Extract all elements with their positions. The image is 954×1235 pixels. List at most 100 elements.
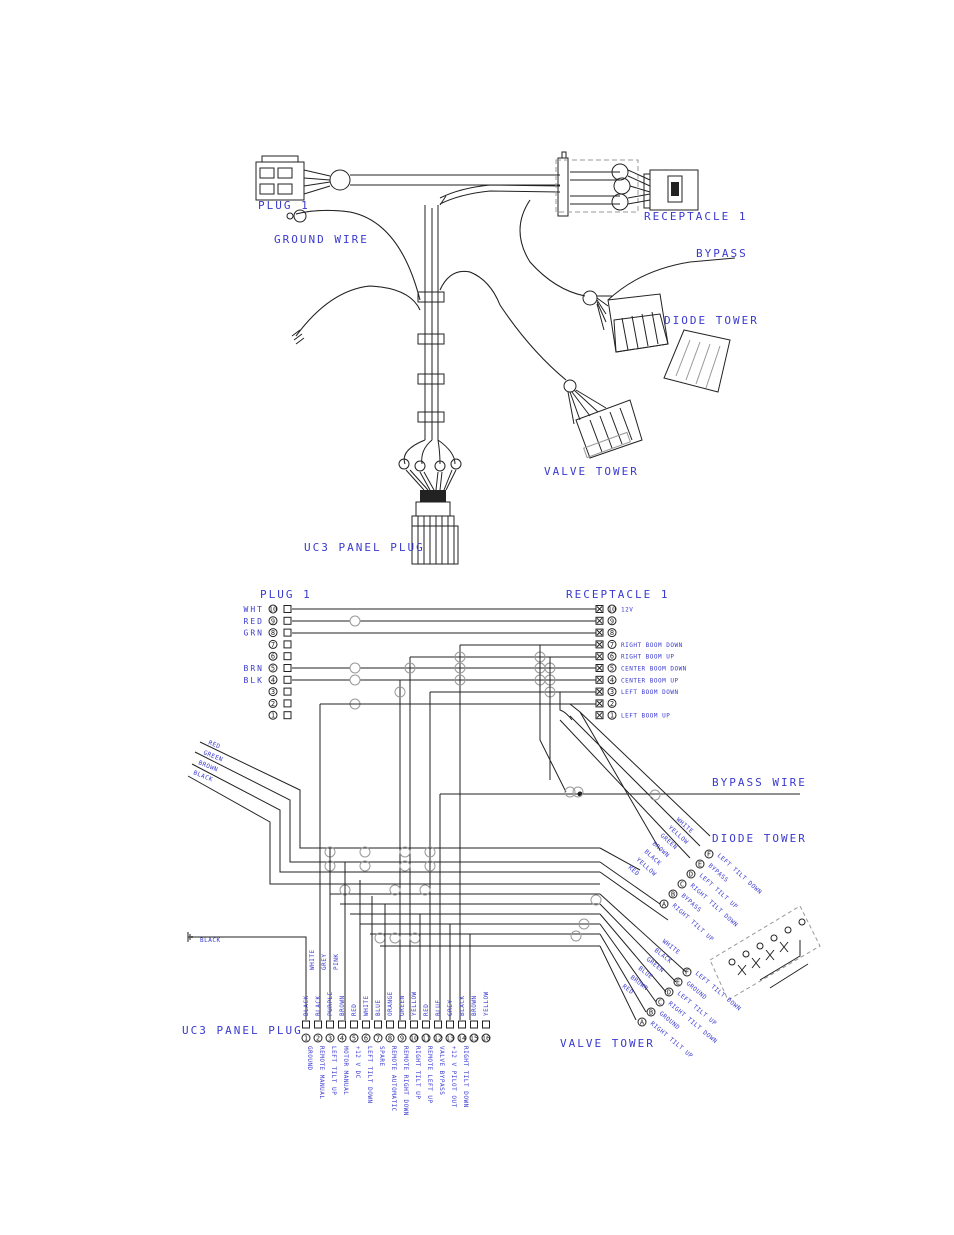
diode-symbol-box xyxy=(709,905,821,1001)
plug-pin-circle xyxy=(268,698,278,708)
receptacle-pin-x xyxy=(596,665,603,671)
schematic-uc3-panel-plug-title: UC3 PANEL PLUG xyxy=(182,1024,303,1037)
uc3-pin-number: 12 xyxy=(434,1035,442,1043)
uc3-wire-color-label: YELLOW xyxy=(483,991,490,1016)
uc3-wire-color-label: GREY xyxy=(321,954,328,970)
plug-pin-number: 6 xyxy=(271,653,275,661)
uc3-pin-label: REMOTE RIGHT DOWN xyxy=(402,1046,409,1116)
receptacle-pin-x xyxy=(596,700,603,707)
uc3-pin-square xyxy=(338,1020,346,1029)
uc3-wire-color-label: BLUE xyxy=(375,1000,382,1016)
uc3-pin-number: 14 xyxy=(458,1035,466,1043)
uc3-wire-color-label: GREY xyxy=(447,1000,454,1016)
plug-pin-color: GRN xyxy=(244,629,264,638)
receptacle-pin-number: 2 xyxy=(610,700,614,708)
uc3-wire-color-label: WHITE xyxy=(363,995,370,1016)
uc3-wire-color-label: BLACK xyxy=(459,995,466,1016)
plug-pin-number: 2 xyxy=(271,700,275,708)
uc3-pin-circle xyxy=(469,1033,479,1043)
uc3-pin-label: +12 V DC xyxy=(354,1046,361,1079)
plug-pin-square xyxy=(283,664,292,672)
plug-pin-circle xyxy=(268,616,278,626)
uc3-pin-number: 13 xyxy=(446,1035,454,1043)
plug-pin-square xyxy=(283,711,292,720)
uc3-pin-square xyxy=(362,1020,370,1029)
uc3-pin-circle xyxy=(445,1033,455,1043)
plug-pin-color: WHT xyxy=(244,605,264,614)
receptacle-pin-x xyxy=(596,653,603,660)
schematic-diode-tower-title: DIODE TOWER xyxy=(712,832,807,845)
plug-pin-circle xyxy=(268,675,278,685)
uc3-pin-label: REMOTE AUTOMATIC xyxy=(390,1046,397,1112)
uc3-pin-circle xyxy=(361,1033,371,1043)
plug-pin-circle xyxy=(268,604,278,614)
receptacle-pin-x xyxy=(596,676,603,683)
schematic-receptacle-1-title: RECEPTACLE 1 xyxy=(566,588,669,601)
uc3-pin-square xyxy=(422,1020,430,1029)
uc3-pin-square xyxy=(314,1020,322,1029)
uc3-wire-color-label: WHITE xyxy=(309,949,316,970)
plug-pin-circle xyxy=(268,639,278,649)
harness-illustration: PLUG 1 GROUND WIRE RECEPTACLE 1 BYPASS D… xyxy=(255,151,757,565)
uc3-wire-color-label: PURPLE xyxy=(327,991,334,1016)
receptacle-pin-label: CENTER BOOM UP xyxy=(621,677,679,684)
receptacle-pin-number: 9 xyxy=(610,617,614,625)
uc3-pin-label: GROUND xyxy=(306,1046,313,1071)
uc3-pin-number: 8 xyxy=(388,1035,392,1043)
harness-plug-1-label: PLUG 1 xyxy=(258,199,310,212)
uc3-pin-number: 4 xyxy=(340,1035,344,1043)
plug-pin-number: 10 xyxy=(269,606,277,614)
uc3-pin-square xyxy=(326,1020,334,1029)
uc3-pin-square xyxy=(410,1020,418,1029)
valve-pin-letter: A xyxy=(640,1019,645,1027)
valve-pin-letter: B xyxy=(649,1009,653,1017)
uc3-pin-square xyxy=(350,1020,358,1029)
uc3-pin-square xyxy=(386,1020,394,1029)
receptacle-pin-number: 4 xyxy=(610,676,614,684)
uc3-pin-number: 5 xyxy=(352,1035,356,1043)
uc3-pin-circle xyxy=(409,1033,419,1043)
receptacle-pin-number: 8 xyxy=(610,629,614,637)
receptacle-pin-circle xyxy=(607,651,617,661)
uc3-pin-square xyxy=(446,1020,454,1029)
schematic-bypass-wire-title: BYPASS WIRE xyxy=(712,776,807,789)
plug-pin-number: 9 xyxy=(271,617,275,625)
uc3-pin-square xyxy=(302,1020,310,1029)
plug-pin-circle xyxy=(268,663,278,673)
uc3-pin-square xyxy=(458,1020,466,1029)
uc3-pin-circle xyxy=(313,1033,323,1043)
uc3-pin-circle xyxy=(481,1033,491,1043)
uc3-pin-number: 7 xyxy=(376,1035,380,1043)
diode-pin-letter: A xyxy=(662,901,667,909)
uc3-pin-circle xyxy=(325,1033,335,1043)
plug-pin-square xyxy=(283,652,292,661)
uc3-pin-number: 3 xyxy=(328,1035,332,1043)
plug-pin-square xyxy=(283,616,292,625)
diode-tower-connector xyxy=(607,293,731,393)
receptacle-pin-x xyxy=(596,629,603,636)
uc3-pin-number: 2 xyxy=(316,1035,320,1043)
uc3-pin-number: 16 xyxy=(482,1035,490,1043)
receptacle-pin-circle xyxy=(607,616,617,626)
receptacle-pin-label: LEFT BOOM UP xyxy=(621,713,670,720)
valve-pin-circle xyxy=(673,977,683,987)
plug-pin-circle xyxy=(268,687,278,697)
plug-pin-circle xyxy=(268,651,278,661)
valve-pin-letter: E xyxy=(676,979,680,987)
plug-pin-number: 3 xyxy=(271,688,275,696)
uc3-wire-color-label: GREEN xyxy=(399,995,406,1016)
receptacle-pin-square xyxy=(595,652,604,661)
uc3-pin-label: MOTOR MANUAL xyxy=(342,1046,349,1095)
diode-pin-letter: E xyxy=(698,861,702,869)
plug-pin-circle xyxy=(268,628,278,638)
receptacle-pin-circle xyxy=(607,663,617,673)
valve-pin-letter: F xyxy=(685,969,689,977)
left-wire-red-label: RED xyxy=(207,739,221,750)
valve-pin-letter: C xyxy=(658,999,662,1007)
uc3-wire-color-label: BROWN xyxy=(339,995,346,1016)
uc3-pin-square xyxy=(434,1020,442,1029)
receptacle-pin-x xyxy=(596,712,603,719)
plug-pin-number: 4 xyxy=(271,676,275,684)
uc3-wire-color-label: RED xyxy=(351,1004,358,1016)
